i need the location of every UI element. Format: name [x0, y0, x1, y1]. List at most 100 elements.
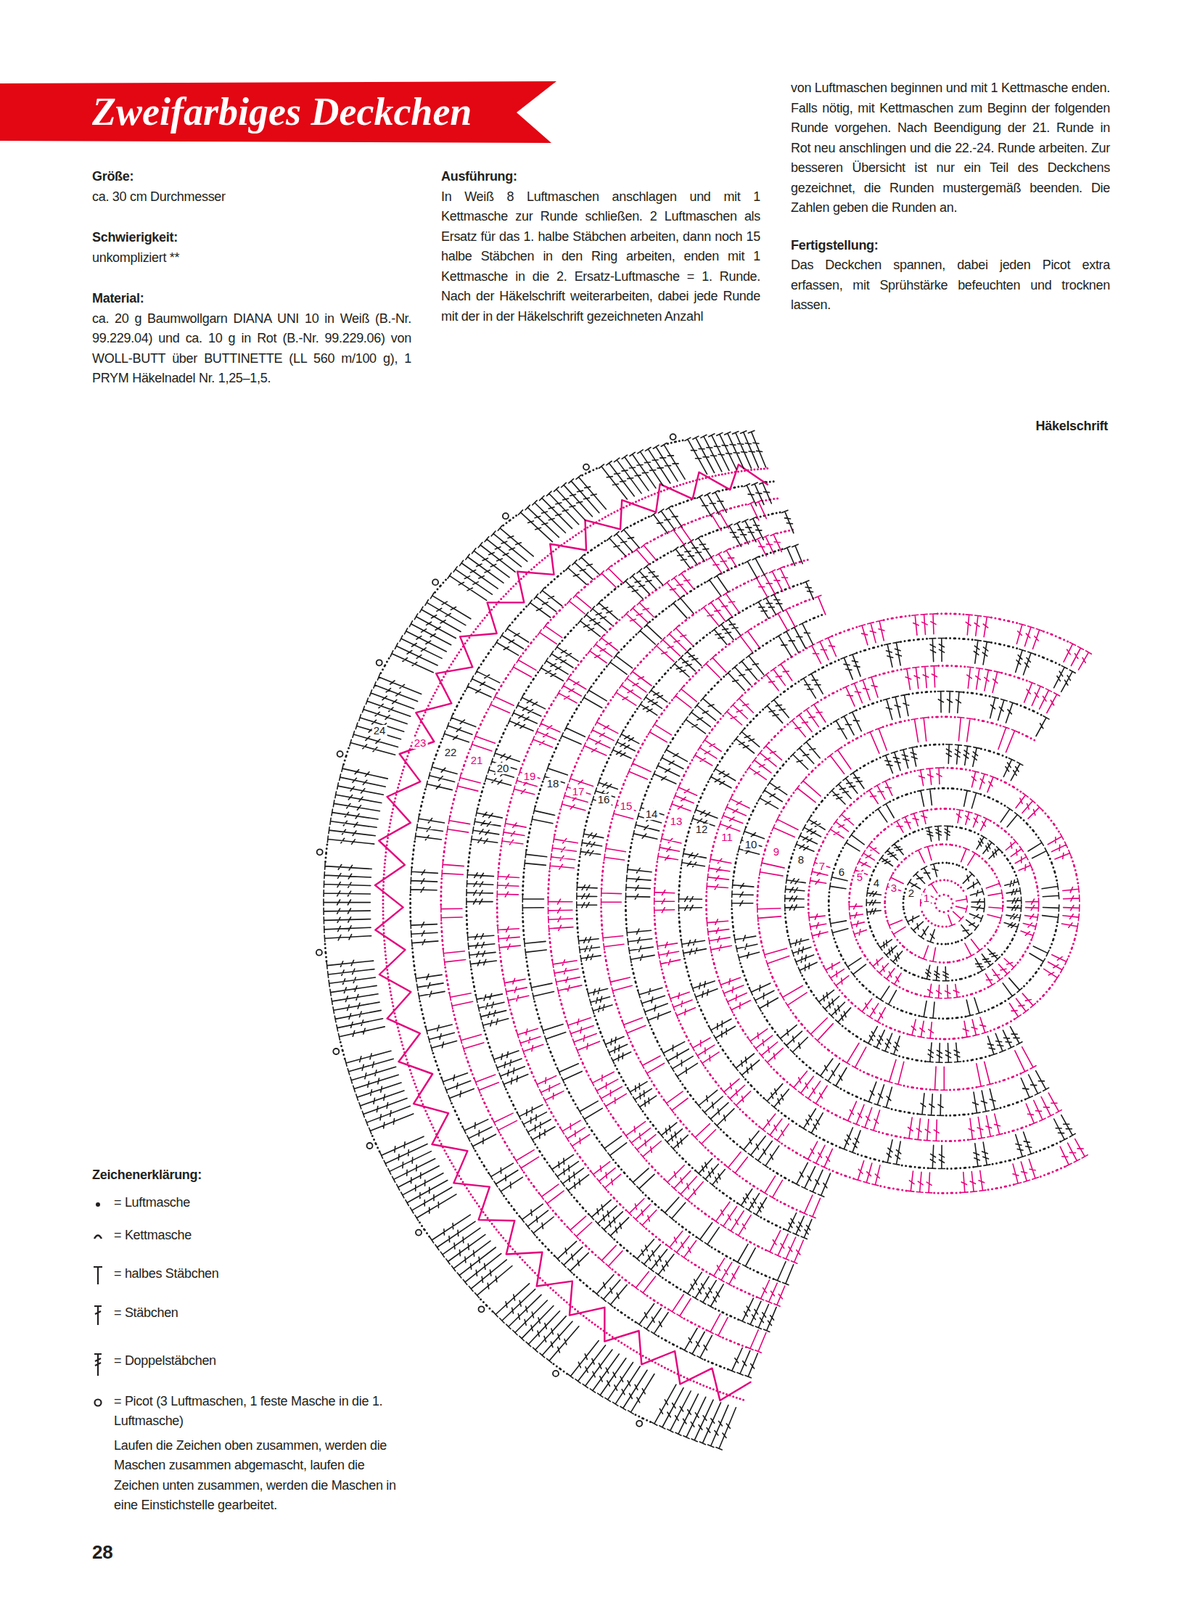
chain-dots	[679, 638, 1061, 1169]
round-number-box: 10	[743, 838, 759, 851]
round-number: 5	[855, 871, 865, 883]
round-number-box: 13	[668, 815, 685, 828]
chain-dots	[922, 880, 964, 927]
round-number-box: 7	[817, 860, 827, 873]
chain-dots	[576, 583, 801, 1229]
center-ring	[935, 894, 953, 912]
round-number-box: 8	[796, 853, 806, 866]
picot-symbols	[316, 433, 677, 1427]
chain-dots	[828, 787, 1058, 1018]
section-heading: Schwierigkeit:	[92, 227, 412, 249]
round-number: 16	[596, 793, 612, 806]
legend-row: = Stäbchen	[92, 1303, 412, 1330]
round-number-box: 4	[872, 877, 881, 889]
legend-row: = halbes Stäbchen	[92, 1263, 412, 1290]
round-number: 12	[694, 823, 710, 836]
round-number: 7	[817, 860, 827, 873]
body-text: von Luftmaschen beginnen und mit 1 Kettm…	[790, 78, 1111, 219]
body-text: ca. 20 g Baumwollgarn DIANA UNI 10 in We…	[92, 309, 412, 389]
stitch-symbols	[906, 863, 985, 944]
round-number-box: 18	[545, 777, 561, 790]
round-number: 9	[771, 845, 781, 858]
stitch-symbols	[625, 621, 830, 1197]
body-text: unkompliziert **	[92, 248, 412, 269]
legend-symbol	[92, 1303, 114, 1330]
round-number: 11	[719, 831, 735, 844]
stitch-symbols	[601, 594, 826, 1218]
stitch-symbols	[808, 767, 1080, 1039]
legend-row: = Doppelstäbchen	[92, 1350, 412, 1378]
round-number-box: 22	[443, 746, 459, 759]
round-number-box: 20	[495, 762, 511, 775]
body-text: ca. 30 cm Durchmesser	[92, 187, 412, 208]
chart-heading-box: Häkelschrift	[928, 416, 1108, 437]
round-number-box: 17	[570, 785, 587, 798]
stitch-symbols	[548, 566, 804, 1264]
round-number-box: 14	[644, 808, 660, 820]
legend-text: = Luftmasche	[113, 1192, 412, 1214]
round-number: 23	[412, 737, 429, 749]
stitch-symbols	[323, 430, 767, 1450]
round-number-box: 19	[522, 770, 538, 783]
page-title: Zweifarbiges Deckchen	[92, 89, 542, 134]
page-number-box: 28	[92, 1540, 180, 1563]
legend-symbol	[92, 1225, 114, 1252]
round-number: 20	[495, 762, 511, 775]
stitch-symbols	[866, 825, 1022, 981]
round-number-box: 3	[889, 882, 899, 894]
banner-shape	[0, 81, 557, 143]
stitch-symbols	[848, 809, 1039, 999]
round-number-box: 1	[922, 892, 931, 904]
round-number: 21	[469, 754, 485, 767]
chart-heading: Häkelschrift	[928, 416, 1108, 437]
round-number: 17	[570, 785, 587, 798]
legend-heading: Zeichenerklärung:	[92, 1165, 412, 1186]
stitch-symbols	[886, 845, 1004, 963]
round-number: 8	[796, 853, 806, 866]
legend-text: = Doppelstäbchen	[113, 1350, 412, 1372]
chain-dots	[496, 529, 793, 1297]
chain-dots	[383, 468, 768, 1401]
round-number: 19	[522, 770, 538, 783]
legend-row: = Kettmasche	[92, 1225, 412, 1252]
section-heading: Ausführung:	[441, 166, 761, 188]
title-box: Zweifarbiges Deckchen	[92, 89, 542, 134]
legend-text: = Picot (3 Luftmaschen, 1 feste Masche i…	[113, 1391, 412, 1432]
stitch-symbols	[654, 613, 1092, 1193]
legend-text: = halbes Stäbchen	[113, 1263, 412, 1285]
round-number-box: 6	[837, 866, 846, 878]
chain-dots	[523, 549, 783, 1280]
round-number-box: 15	[618, 800, 635, 812]
round-number: 4	[872, 877, 881, 889]
legend-row: = Picot (3 Luftmaschen, 1 feste Masche i…	[92, 1391, 412, 1432]
chain-dots	[706, 666, 1031, 1142]
round-number: 3	[889, 882, 899, 894]
round-number: 24	[372, 724, 388, 737]
stitch-symbols	[829, 788, 1060, 1019]
round-number-box: 2	[906, 887, 916, 899]
legend-box: Zeichenerklärung: = Luftmasche = Kettmasch…	[92, 1165, 412, 1516]
body-text: In Weiß 8 Luftmaschen anschlagen und mit…	[441, 187, 761, 328]
legend-symbol	[92, 1350, 114, 1378]
chain-dots	[654, 613, 1068, 1194]
chain-dots	[867, 826, 1016, 981]
chain-dots	[903, 862, 967, 944]
chain-dots	[808, 767, 1079, 1039]
stitch-symbols	[441, 500, 767, 1354]
round-number-box: 9	[771, 845, 781, 858]
round-number: 6	[837, 866, 846, 878]
round-number-box: 24	[372, 724, 388, 737]
section-heading: Fertigstellung:	[790, 235, 1111, 257]
section-heading: Material:	[92, 288, 412, 310]
stitch-symbols	[785, 744, 1023, 1063]
round-number: 22	[443, 746, 459, 759]
text-column: Größe:ca. 30 cm DurchmesserSchwierigkeit…	[92, 166, 412, 389]
round-number-box: 21	[469, 754, 485, 767]
round-number: 18	[545, 777, 561, 790]
chain-dots	[325, 440, 683, 1423]
legend-symbol	[92, 1263, 114, 1290]
chain-dots	[848, 808, 1039, 997]
round-number: 1	[922, 892, 931, 904]
chain-dots	[466, 512, 780, 1319]
text-column: Ausführung:In Weiß 8 Luftmaschen anschla…	[441, 166, 761, 327]
